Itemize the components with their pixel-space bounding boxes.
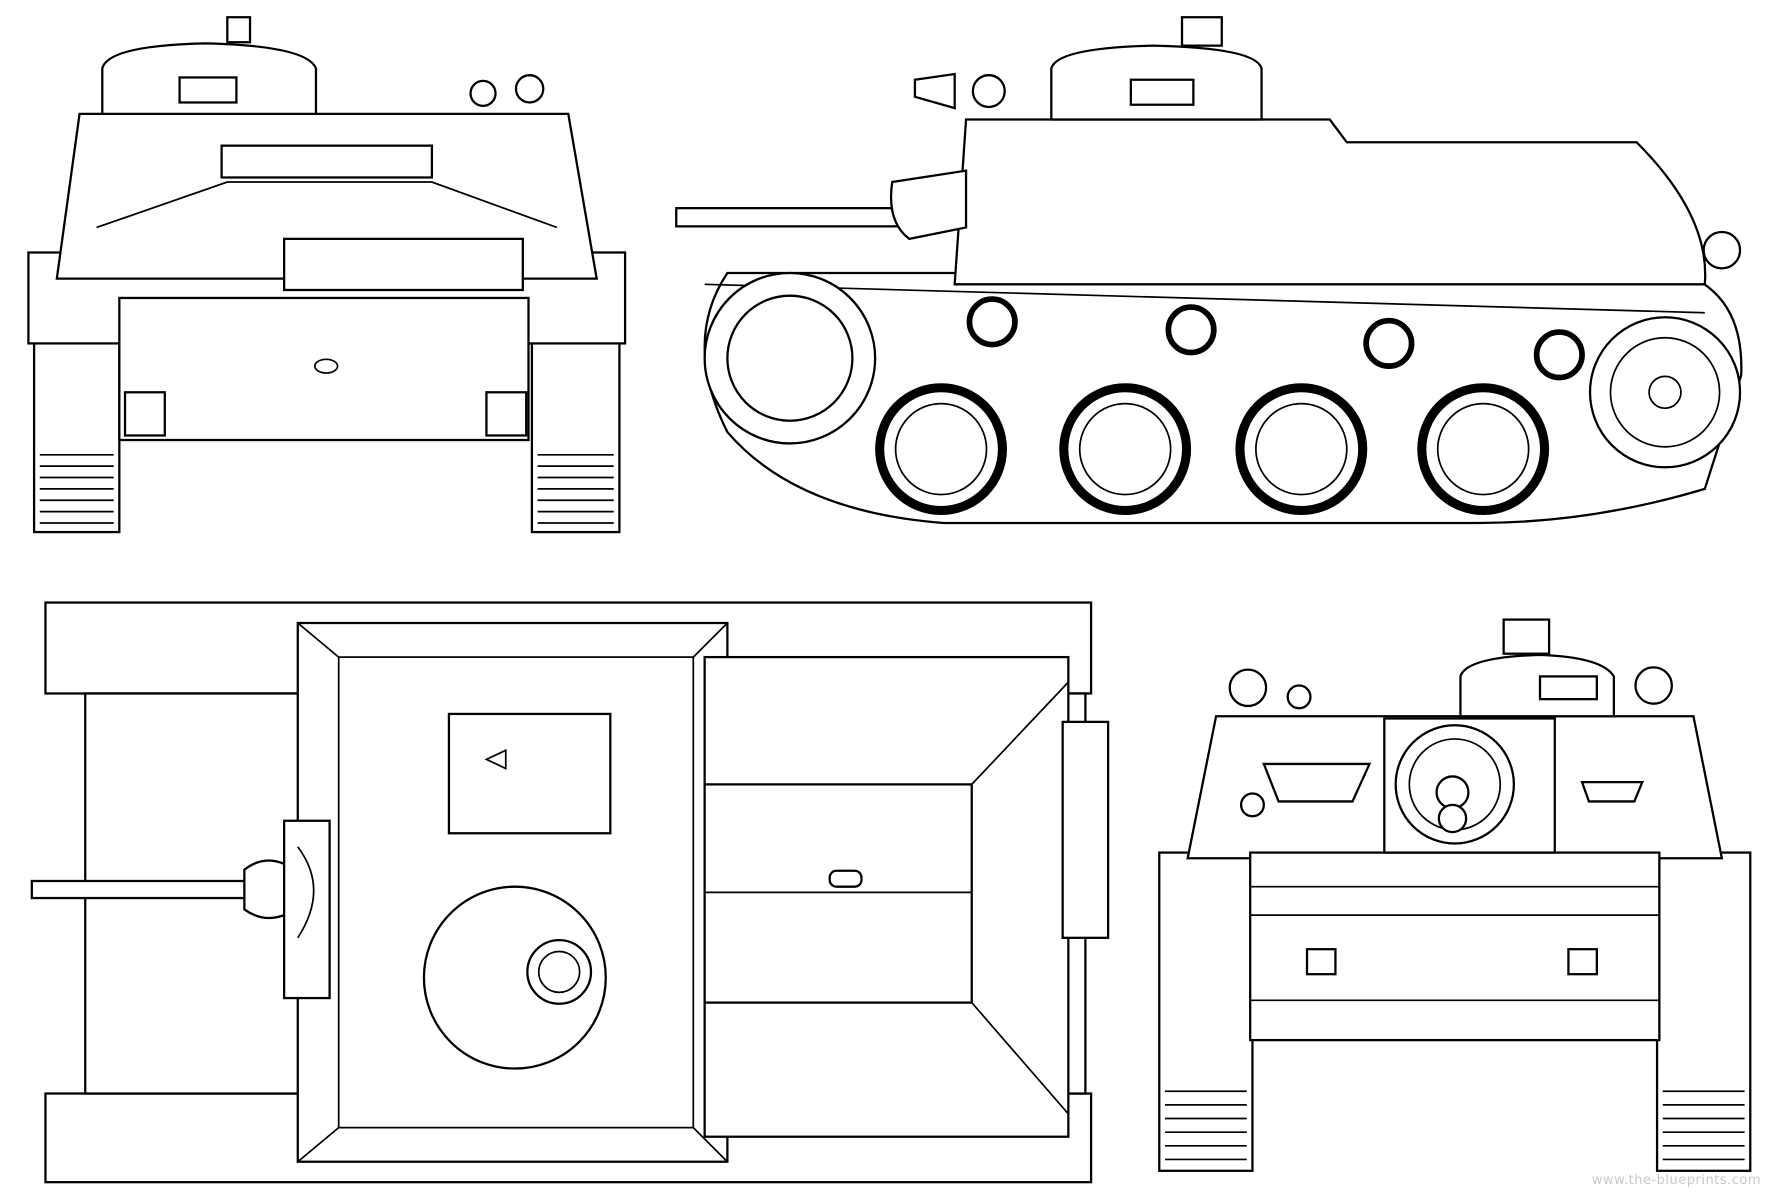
road-wheels [875,383,1550,516]
side-view [675,16,1743,525]
watermark: www.the-blueprints.com [1591,1173,1761,1188]
top-view [30,601,1110,1184]
rear-view [1158,618,1752,1172]
return-rollers [966,296,1585,381]
front-view [27,16,627,534]
